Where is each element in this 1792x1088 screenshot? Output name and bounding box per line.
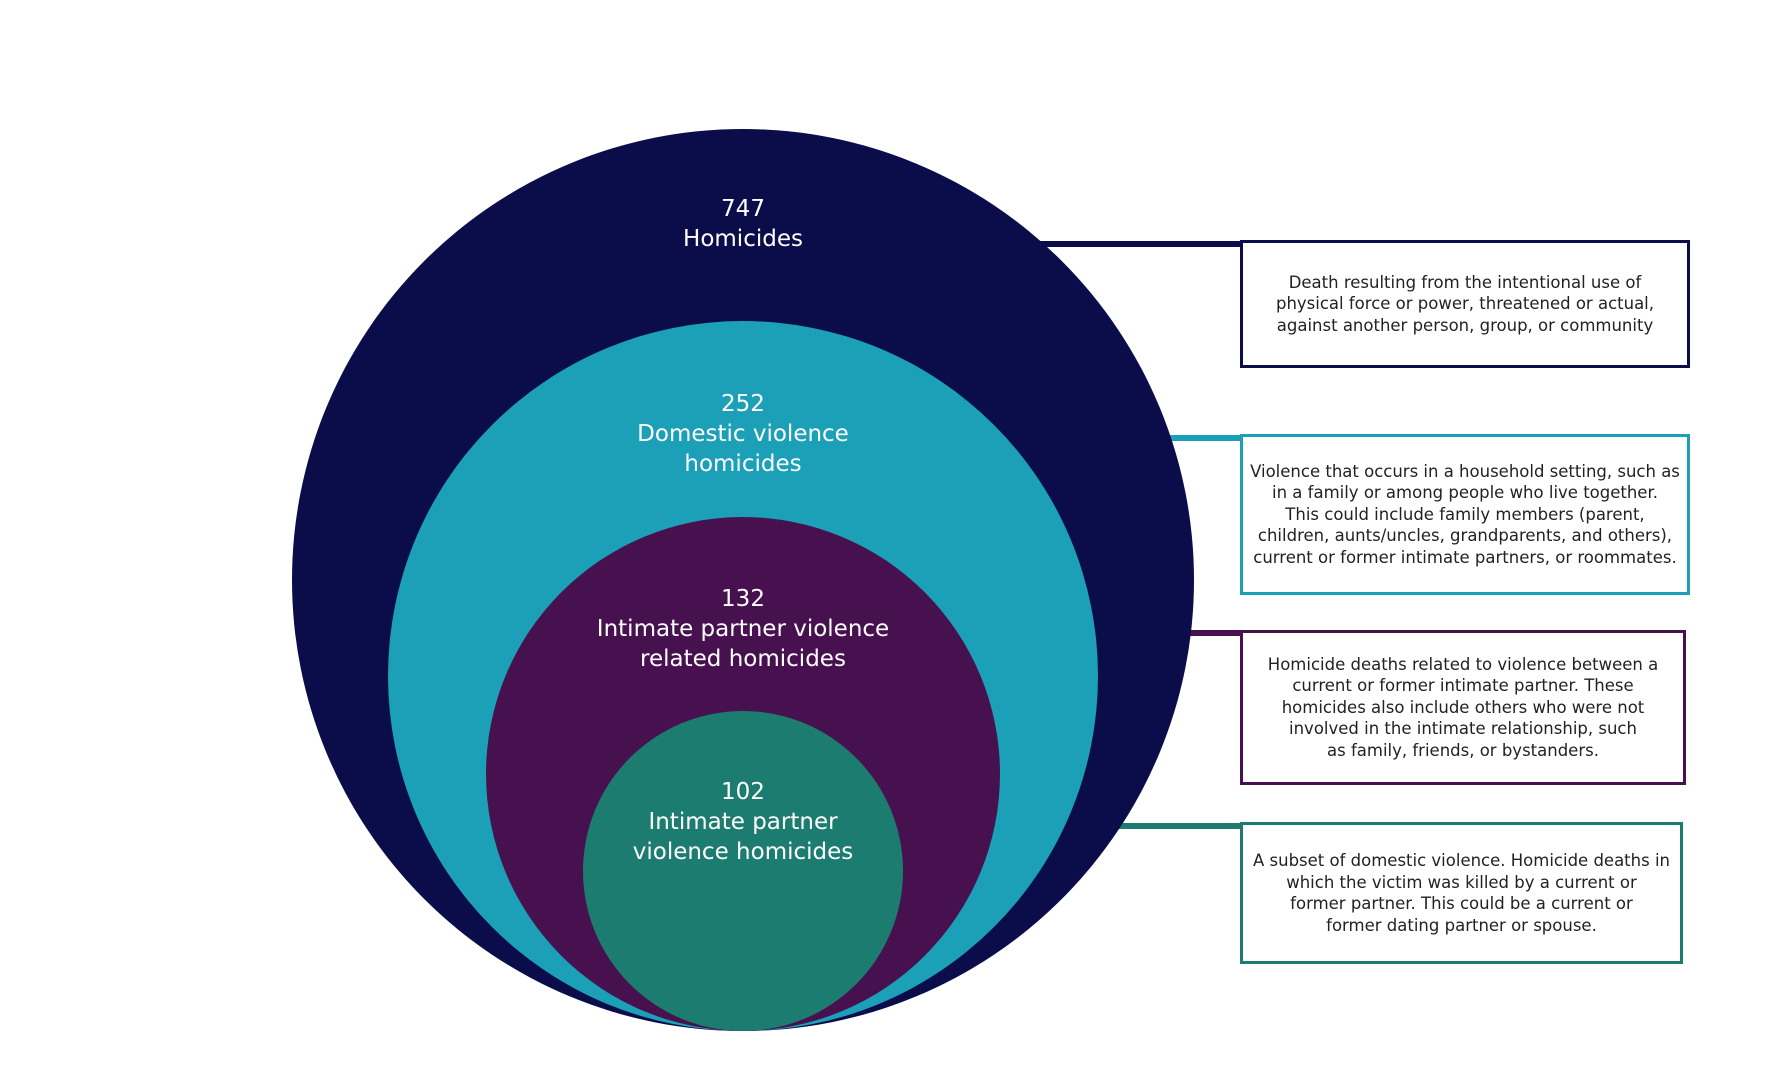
name-domestic: Domestic violence homicides — [637, 421, 849, 477]
definition-box-homicides: Death resulting from the intentional use… — [1240, 240, 1690, 368]
definition-box-ipv-related: Homicide deaths related to violence betw… — [1240, 630, 1686, 785]
count-homicides: 747 — [721, 196, 765, 222]
definition-homicides: Death resulting from the intentional use… — [1275, 272, 1655, 335]
name-ipv: Intimate partner violence homicides — [632, 809, 854, 865]
circle-ipv — [583, 711, 903, 1031]
count-ipv: 102 — [721, 779, 765, 805]
count-domestic: 252 — [721, 391, 765, 417]
definition-ipv: A subset of domestic violence. Homicide … — [1252, 851, 1670, 935]
name-homicides: Homicides — [683, 226, 803, 252]
label-ipv: 102 Intimate partner violence homicides — [633, 777, 854, 867]
label-domestic: 252 Domestic violence homicides — [637, 389, 849, 479]
label-homicides: 747 Homicides — [683, 194, 803, 254]
name-ipv-related: Intimate partner violence related homici… — [596, 616, 890, 672]
label-ipv-related: 132 Intimate partner violence related ho… — [597, 584, 889, 674]
definition-box-domestic: Violence that occurs in a household sett… — [1240, 434, 1690, 595]
definition-box-ipv: A subset of domestic violence. Homicide … — [1240, 822, 1683, 964]
definition-domestic: Violence that occurs in a household sett… — [1250, 461, 1680, 567]
count-ipv-related: 132 — [721, 586, 765, 612]
definition-ipv-related: Homicide deaths related to violence betw… — [1267, 654, 1659, 760]
